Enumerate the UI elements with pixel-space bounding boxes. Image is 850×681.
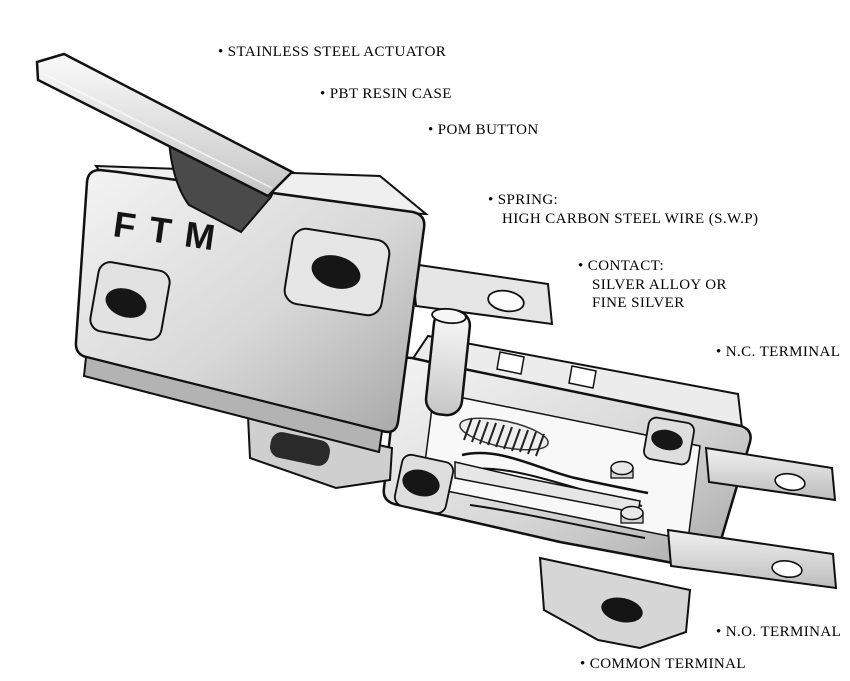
label-spring-title: • SPRING:: [488, 192, 559, 208]
cutaway-switch: [382, 307, 838, 650]
case-hole-left: [89, 261, 171, 341]
assembled-switch: FTM: [35, 52, 429, 490]
label-no-terminal: • N.O. TERMINAL: [716, 624, 842, 640]
no-terminal-blade: [666, 528, 838, 590]
mounting-tab-hole: [487, 289, 525, 313]
top-notch-2: [568, 365, 597, 389]
case-hole-right: [283, 227, 391, 317]
common-terminal-bracket: [538, 556, 692, 650]
label-contact-detail-2: FINE SILVER: [592, 295, 685, 311]
label-common-terminal: • COMMON TERMINAL: [580, 656, 746, 672]
label-contact-title: • CONTACT:: [578, 258, 665, 274]
label-pom-button: • POM BUTTON: [428, 122, 539, 138]
label-contact-detail-1: SILVER ALLOY OR: [592, 277, 727, 293]
label-nc-terminal: • N.C. TERMINAL: [716, 344, 841, 360]
label-stainless-steel-actuator: • STAINLESS STEEL ACTUATOR: [218, 44, 447, 60]
label-spring-detail: HIGH CARBON STEEL WIRE (S.W.P): [502, 211, 759, 227]
label-pbt-resin-case: • PBT RESIN CASE: [320, 86, 452, 102]
contact-rivets: [610, 460, 644, 524]
top-notch-1: [496, 351, 525, 375]
spring: [459, 417, 549, 457]
contact-mechanism: [454, 451, 649, 539]
cutaway-mounting-holes: [393, 416, 695, 515]
pom-button: [424, 307, 472, 417]
nc-terminal-blade: [704, 446, 837, 502]
stainless-steel-actuator: [35, 52, 295, 198]
case-bottom-edge: [82, 355, 384, 454]
